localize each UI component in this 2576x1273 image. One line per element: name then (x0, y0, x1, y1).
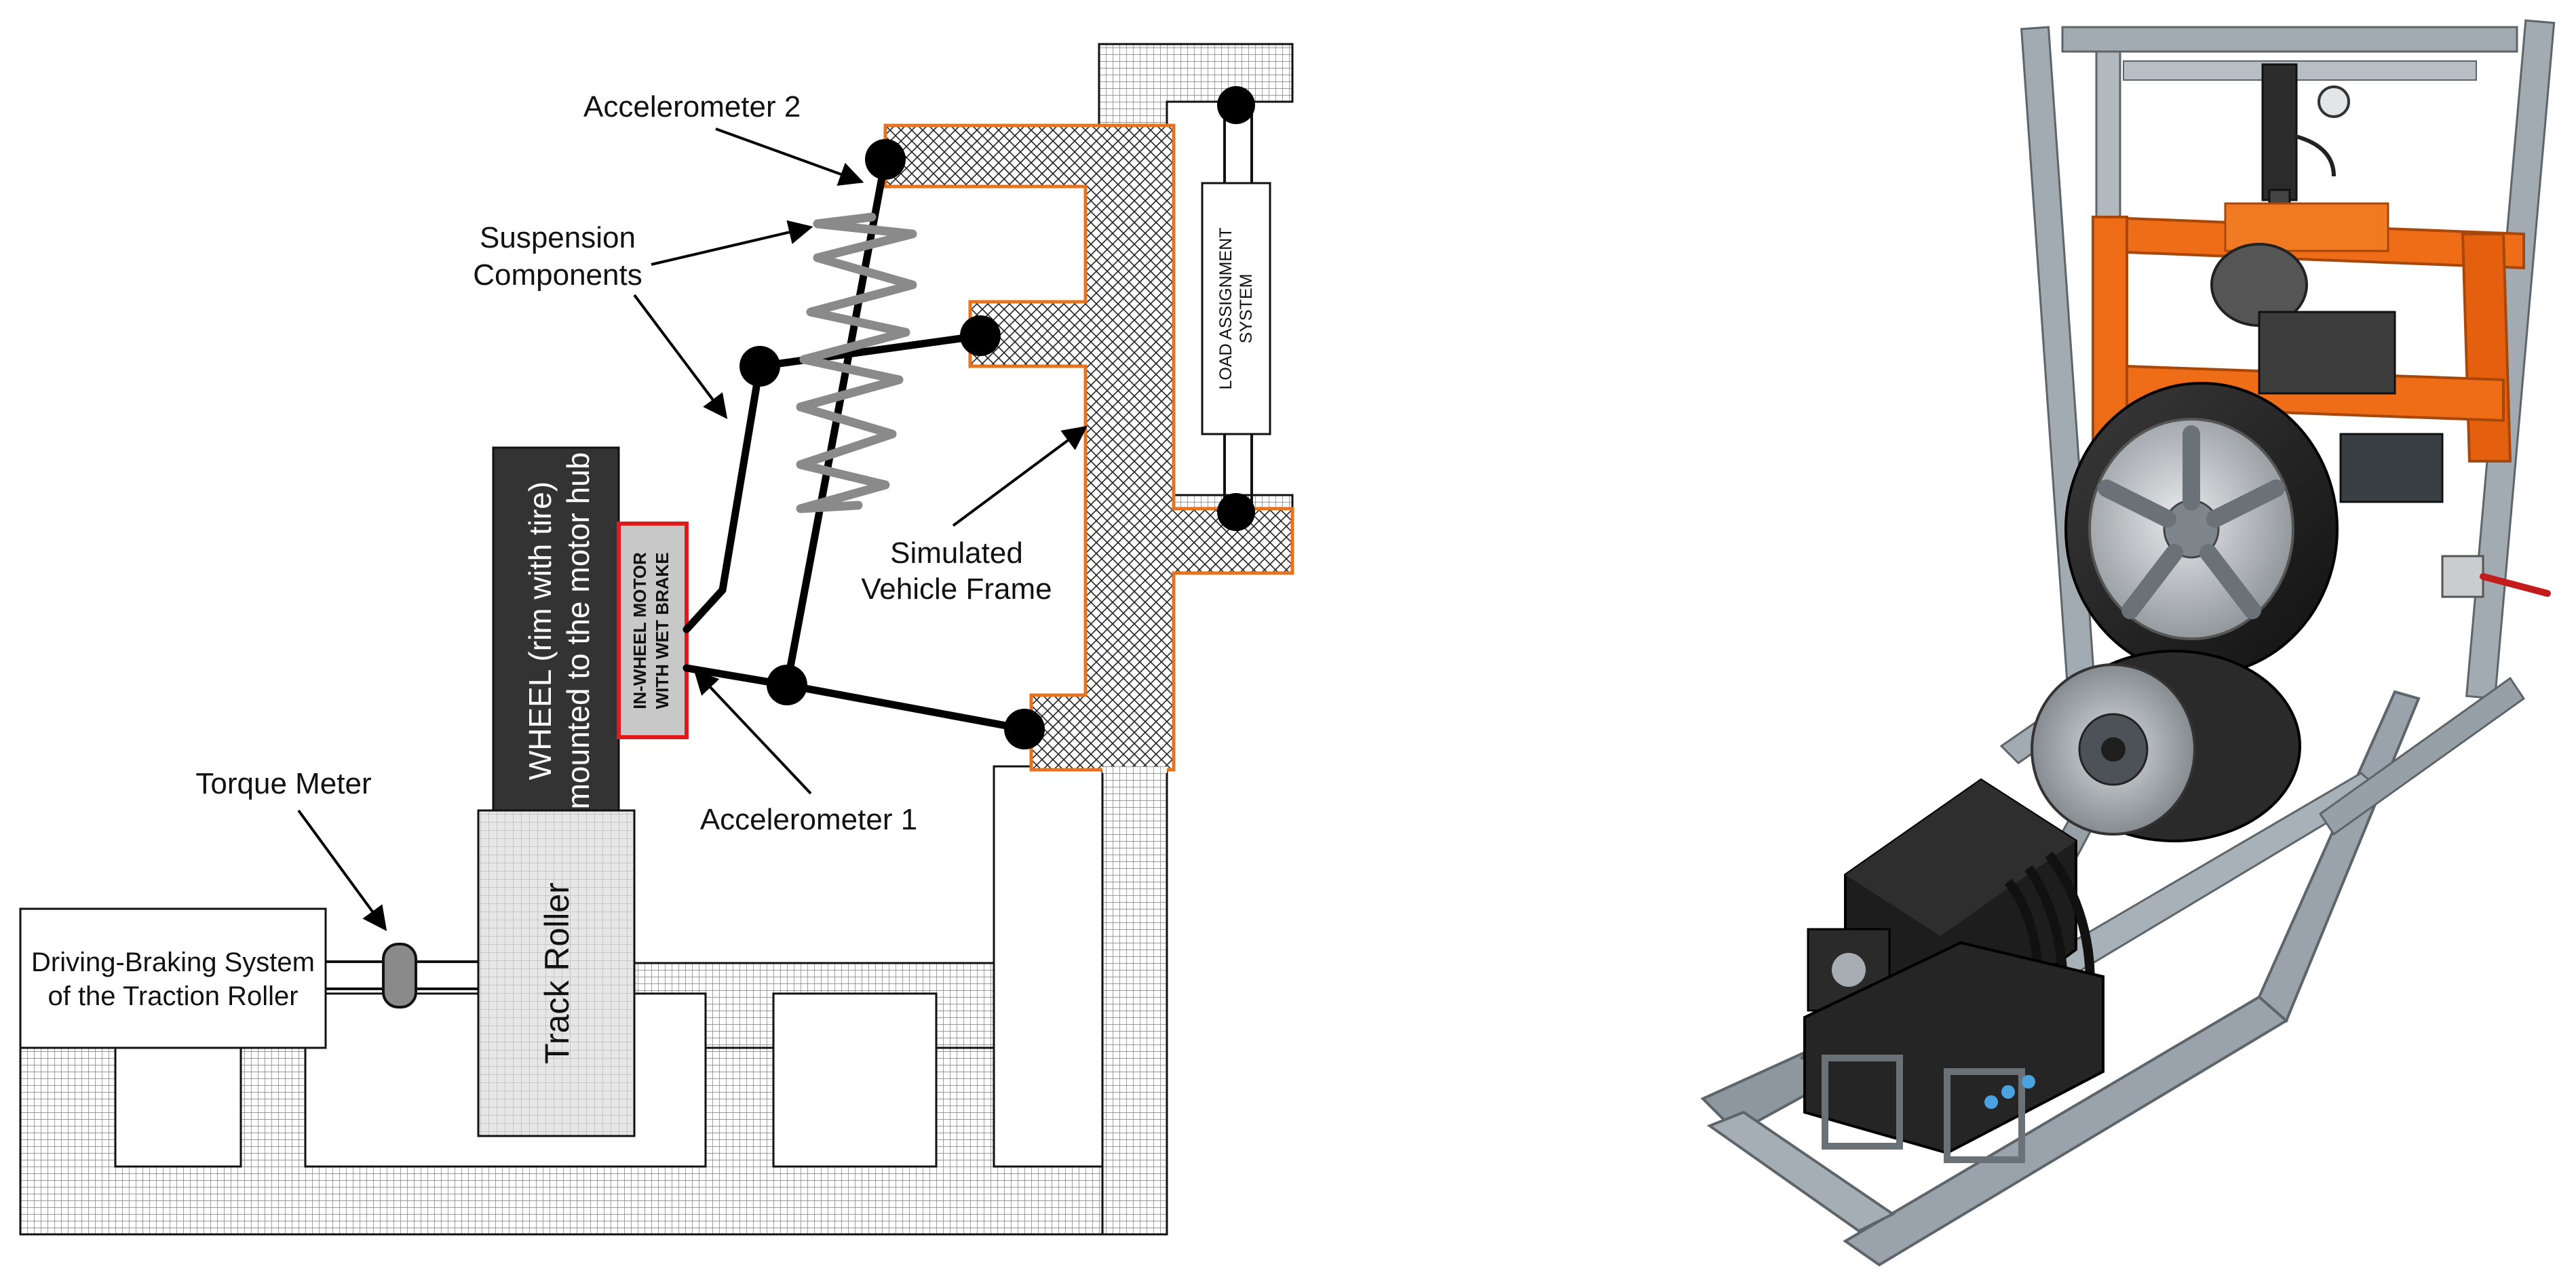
drum-roller (2031, 650, 2301, 842)
wheel-label-line2: mounted to the motor hub (560, 452, 596, 810)
load-pivot-bottom (1217, 493, 1255, 531)
gauge-icon (2318, 85, 2350, 118)
track-roller-label: Track Roller (538, 882, 576, 1064)
suspension-linkage (683, 139, 1045, 749)
motor-label-line2: WITH WET BRAKE (652, 552, 672, 709)
in-wheel-motor: IN-WHEEL MOTOR WITH WET BRAKE (617, 522, 689, 739)
driving-label-line1: Driving-Braking System (31, 947, 315, 977)
suspension-label-line1: Suspension (480, 221, 636, 254)
joint-upper-frame (960, 315, 1001, 356)
simulated-label-line2: Vehicle Frame (861, 572, 1052, 606)
load-label-line2: SYSTEM (1237, 274, 1256, 344)
load-pivot-top (1217, 86, 1255, 124)
test-rig-photo (1700, 19, 2556, 1267)
driving-braking-system: Driving-Braking System of the Traction R… (19, 907, 327, 1049)
load-label-line1: LOAD ASSIGNMENT (1216, 228, 1235, 390)
schematic: LOAD ASSIGNMENT SYSTEM Driving-Braking S… (19, 43, 1294, 1236)
torque-meter-label: Torque Meter (195, 767, 371, 800)
spring (796, 212, 917, 513)
simulated-label-line1: Simulated (890, 536, 1023, 570)
base-block (1803, 941, 2104, 1163)
accelerometer-2-marker (865, 139, 906, 180)
wheel-label-line1: WHEEL (rim with tire) (522, 482, 558, 780)
load-handle (2441, 555, 2551, 598)
joint-lower-frame (1004, 709, 1045, 749)
track-roller: Track Roller (477, 809, 636, 1137)
joint-lower-arm (767, 665, 807, 705)
wheel: WHEEL (rim with tire) mounted to the mot… (492, 446, 620, 812)
accelerometer-1-label: Accelerometer 1 (700, 803, 917, 836)
annotations: Accelerometer 2 Suspension Components Si… (195, 90, 1088, 931)
joint-upper-arm (739, 346, 780, 387)
motor-label-line1: IN-WHEEL MOTOR (630, 552, 650, 709)
shaft (326, 943, 478, 1008)
driving-label-line2: of the Traction Roller (47, 981, 298, 1011)
hub-assembly (2210, 243, 2444, 503)
torque-meter (382, 943, 417, 1008)
accelerometer-2-label: Accelerometer 2 (583, 90, 801, 123)
suspension-label-line2: Components (473, 258, 642, 292)
tire (2064, 382, 2339, 676)
load-assignment-system: LOAD ASSIGNMENT SYSTEM (1201, 86, 1271, 531)
